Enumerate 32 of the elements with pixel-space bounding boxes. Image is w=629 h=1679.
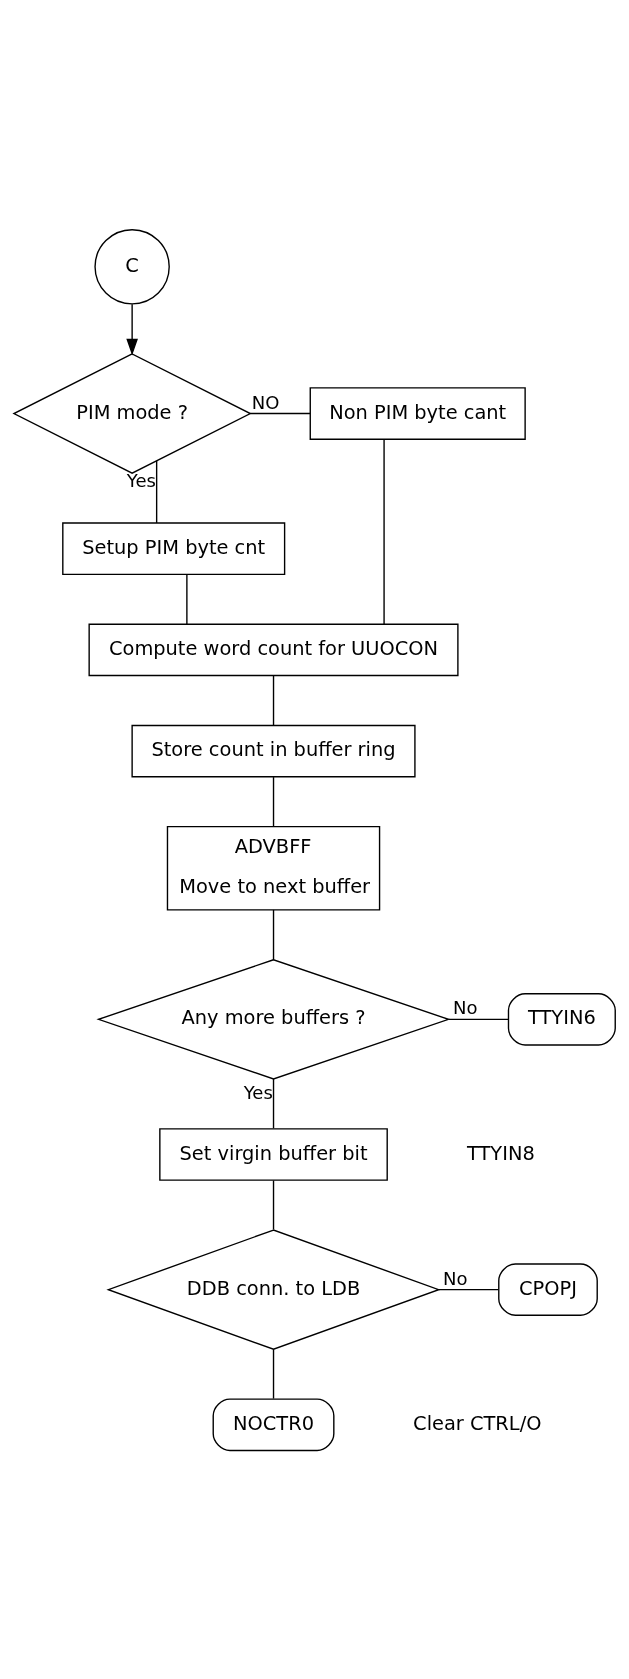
node-box: CPOPJ [498, 1262, 598, 1316]
node-circle: C [94, 228, 170, 305]
node-label: Clear CTRL/O [413, 1411, 542, 1435]
connector [272, 674, 275, 726]
connector [155, 459, 158, 524]
node-box: Set virgin buffer bit [159, 1127, 388, 1181]
connector [448, 1018, 509, 1020]
node-label: TTYIN8 [466, 1141, 535, 1165]
arrow [126, 303, 138, 355]
connector [186, 573, 188, 625]
connector [383, 438, 385, 625]
connector [272, 1348, 275, 1399]
edge-label: NO [251, 391, 280, 413]
edge-label: No [443, 1267, 468, 1289]
node-box: ADVBFF Move to next buffer [166, 825, 381, 910]
node-box: Setup PIM byte cnt [62, 521, 286, 575]
node-box: TTYIN6 [507, 992, 616, 1046]
connector [272, 1179, 275, 1230]
node-box: Non PIM byte cant [309, 386, 526, 440]
connector [272, 1077, 275, 1129]
edge-label: No [453, 996, 478, 1018]
connector [272, 775, 275, 827]
connector [272, 908, 275, 960]
node-box: NOCTR0 [212, 1397, 335, 1451]
edge-label: Yes [243, 1081, 273, 1103]
node-box: Store count in buffer ring [131, 724, 416, 777]
node-diamond: DDB conn. to LDB [106, 1228, 441, 1350]
node-box: Compute word count for UUOCON [88, 623, 459, 676]
connector [438, 1288, 499, 1290]
node-diamond: PIM mode ? [12, 352, 252, 474]
connector [249, 412, 311, 414]
node-diamond: Any more buffers ? [96, 958, 451, 1080]
